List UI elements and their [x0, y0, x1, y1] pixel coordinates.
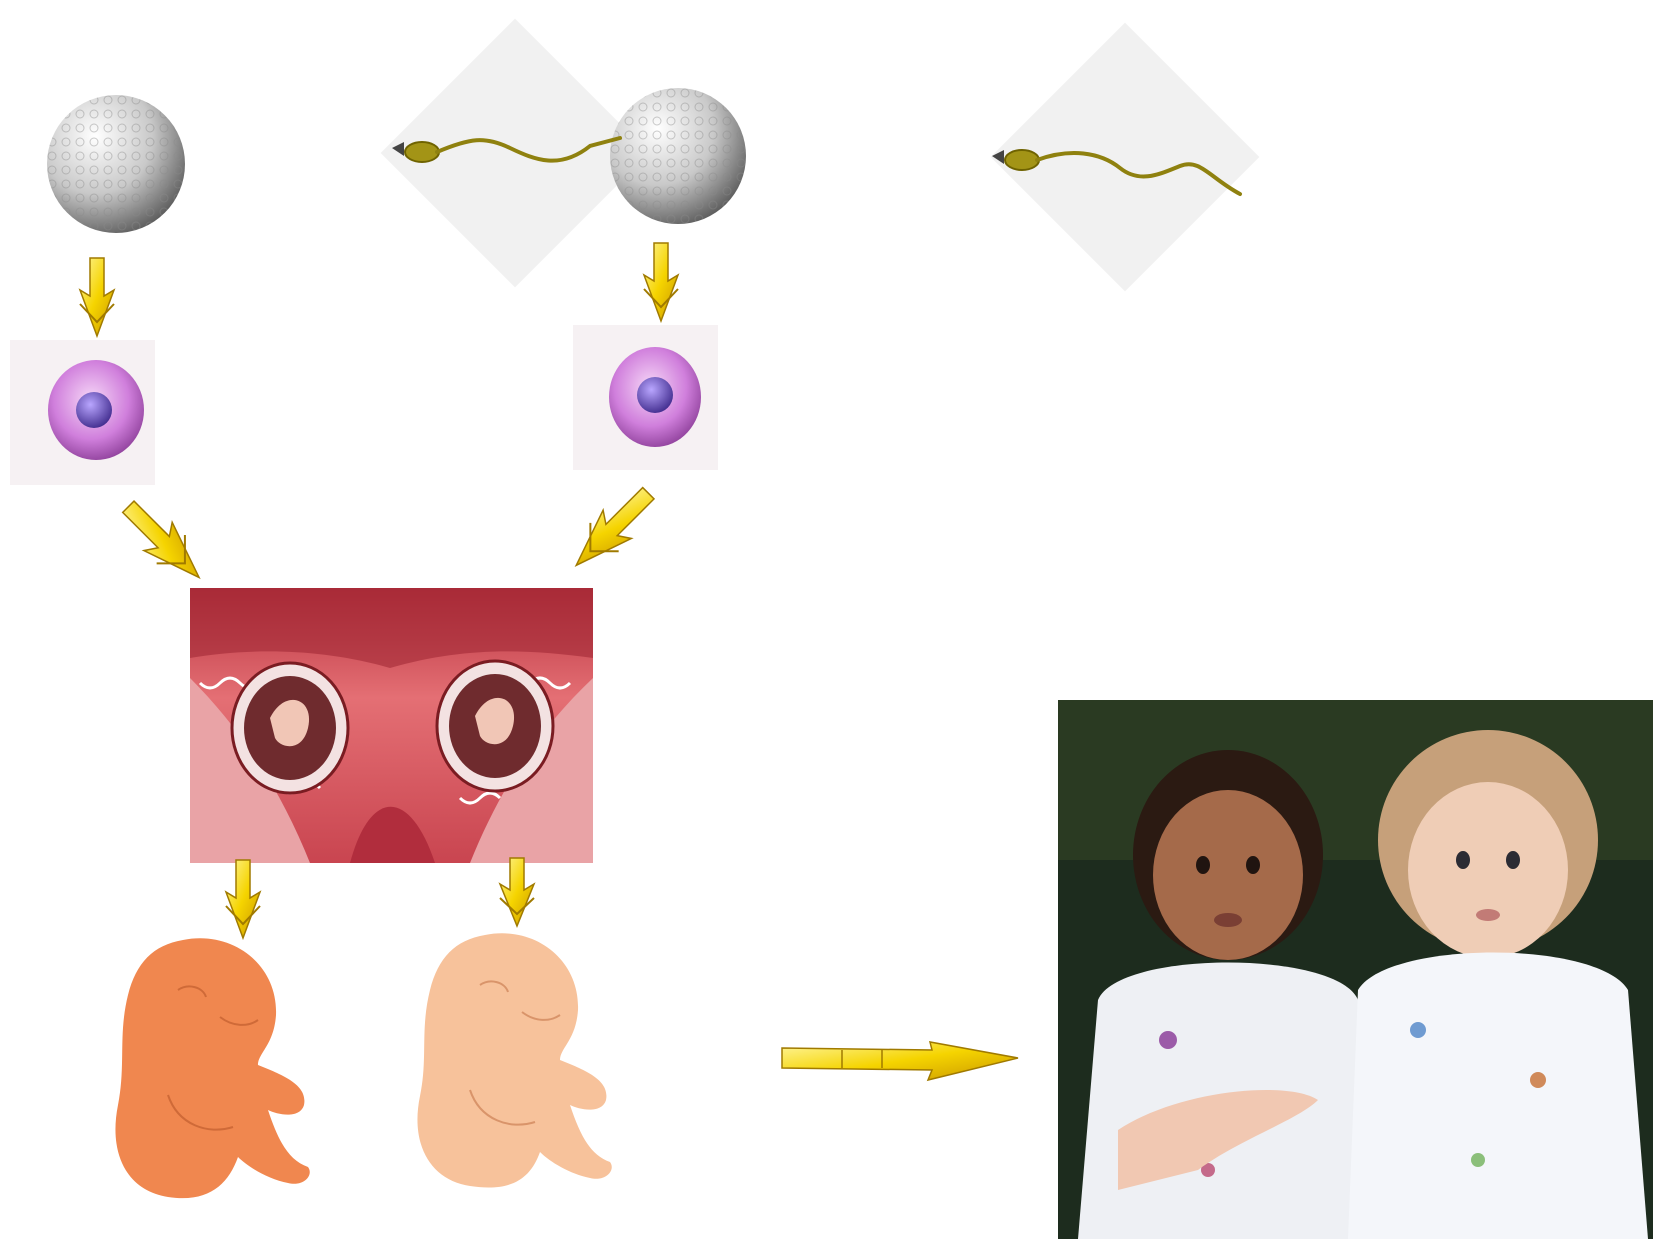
- down-arrow-icon: [72, 258, 122, 338]
- diagonal-arrow-icon: [568, 485, 658, 575]
- diagonal-arrow-icon: [118, 498, 208, 583]
- right-arrow-icon: [782, 1038, 1022, 1084]
- fetus-icon: [108, 935, 318, 1203]
- sperm-icon: [390, 128, 630, 198]
- sperm-icon: [990, 138, 1250, 208]
- down-arrow-icon: [218, 860, 268, 940]
- zygote-icon: [573, 325, 718, 470]
- twin-babies-photo: [1058, 700, 1653, 1239]
- zygote-icon: [10, 340, 155, 485]
- uterus-implantation-icon: [190, 588, 593, 863]
- fetus-icon: [410, 930, 620, 1192]
- down-arrow-icon: [636, 243, 686, 323]
- egg-cell-icon: [45, 93, 187, 235]
- down-arrow-icon: [492, 858, 542, 928]
